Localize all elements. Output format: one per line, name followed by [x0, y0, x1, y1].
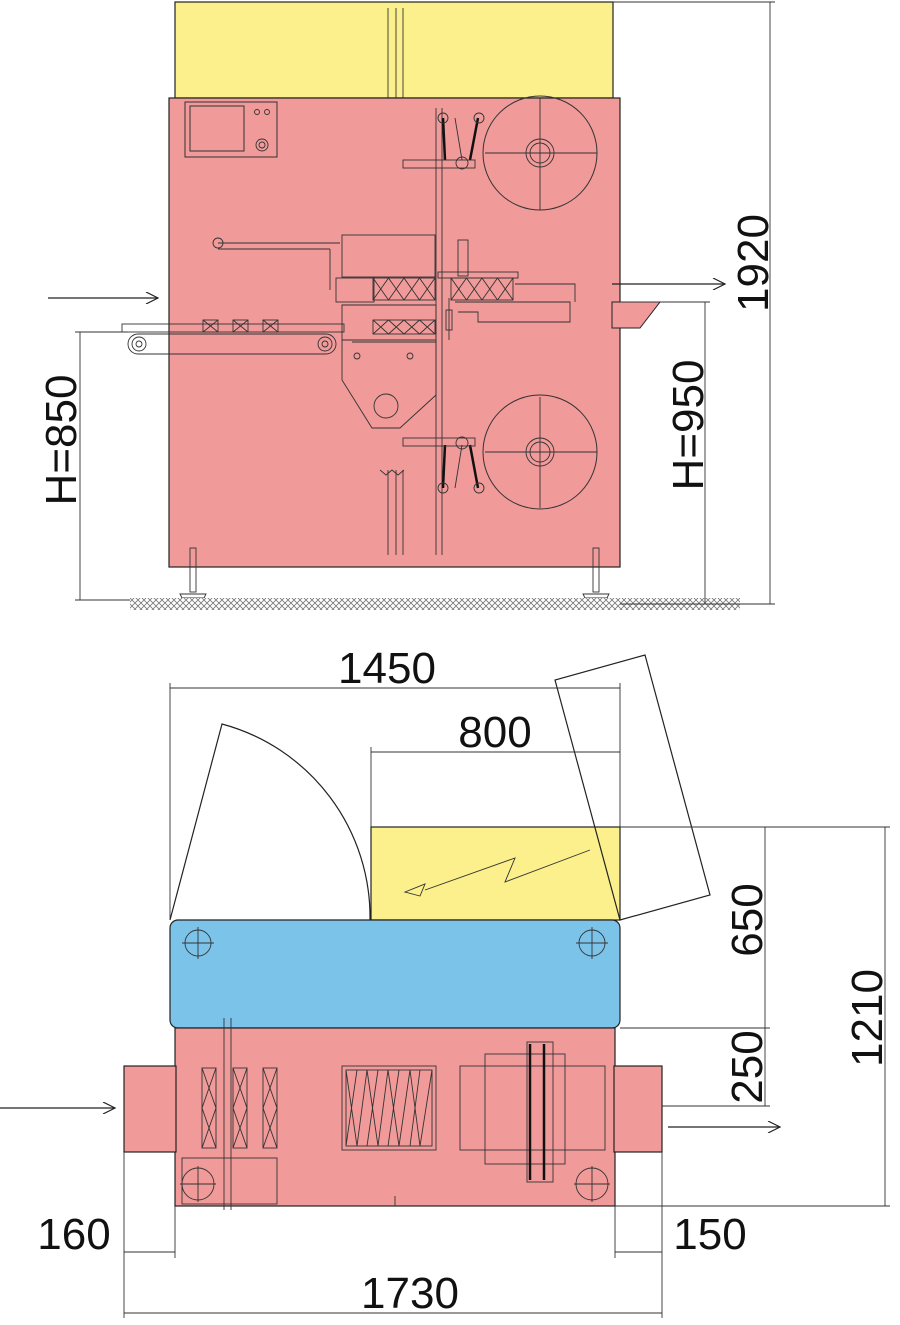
width-dimension: 1450 [338, 644, 436, 693]
offset-dimension: 250 [723, 1030, 772, 1103]
product-lanes [201, 1067, 278, 1149]
hopper-depth-dimension: 650 [723, 883, 772, 956]
infeed-conveyor [121, 319, 345, 355]
ground-hatch [130, 598, 740, 610]
infeed-height-dimension: H=850 [37, 375, 86, 506]
infeed-overhang-dimension: 160 [37, 1210, 110, 1259]
front-top-hopper [174, 1, 614, 99]
total-length-dimension: 1730 [361, 1269, 459, 1318]
top-hopper [370, 826, 621, 921]
hinged-lid-outline [554, 654, 711, 921]
outfeed-height-dimension: H=950 [664, 360, 713, 491]
front-view: 1920 H=850 H=950 [37, 1, 778, 610]
outfeed-table [611, 301, 662, 329]
control-panel [184, 101, 278, 158]
depth-dimension: 1210 [843, 969, 892, 1067]
top-outfeed-extension [613, 1065, 663, 1153]
top-view: 1450 800 650 1210 250 160 150 1730 [0, 644, 892, 1318]
door-swing-arc [169, 723, 371, 921]
panel-indicator-icon [254, 109, 260, 115]
film-width-dimension: 800 [458, 708, 531, 757]
control-screen [189, 105, 245, 152]
emergency-stop-icon [255, 138, 269, 152]
front-main-frame [168, 97, 621, 568]
panel-indicator-icon [264, 109, 270, 115]
outfeed-overhang-dimension: 150 [673, 1210, 746, 1259]
height-dimension: 1920 [729, 214, 778, 312]
top-cover [169, 919, 621, 1029]
top-infeed-extension [123, 1065, 177, 1153]
